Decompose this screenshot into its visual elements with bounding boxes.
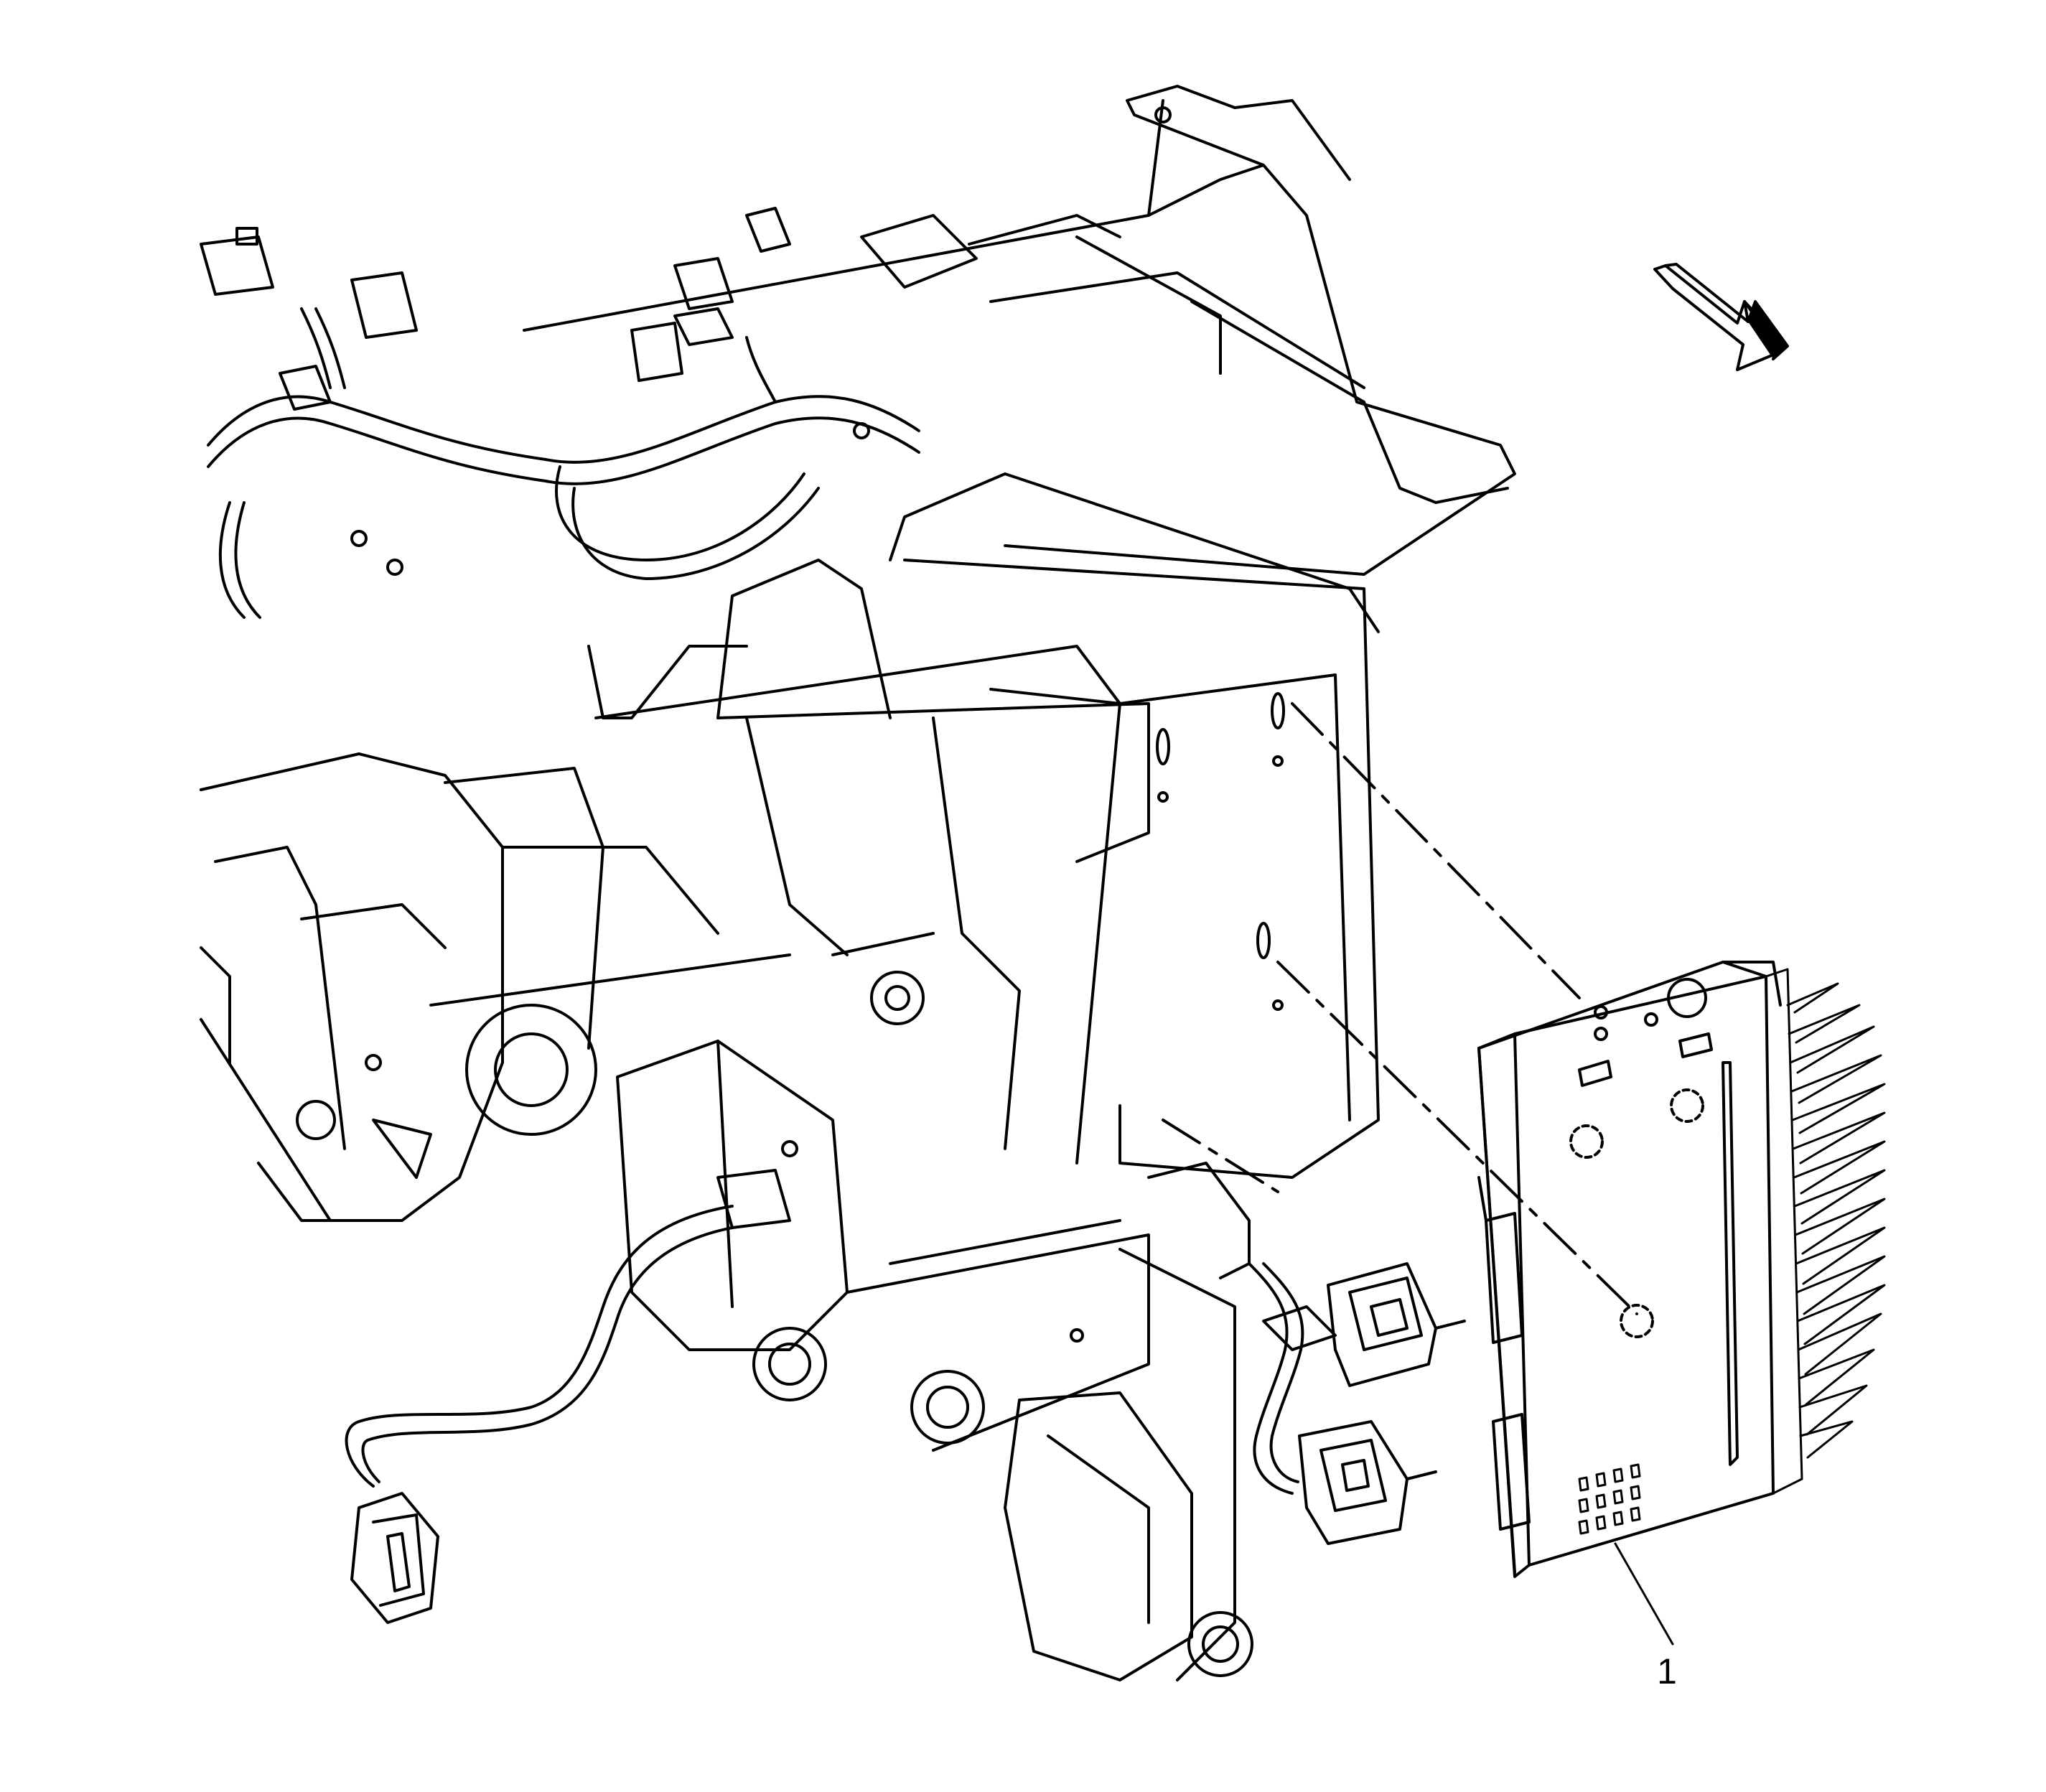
steering-column-support	[200, 752, 791, 1222]
mid-support-tower	[587, 559, 1121, 1150]
lower-left-harness	[345, 1169, 791, 1488]
main-carrier-bracket	[716, 559, 1380, 1179]
harness-connector-lower-left	[350, 1492, 439, 1624]
callout-1-leader	[1614, 1542, 1674, 1646]
module-connector-lower	[1298, 1420, 1437, 1545]
module-connector-upper	[1327, 1262, 1466, 1387]
installation-guide-lines	[1162, 702, 1638, 1315]
amplifier-module	[1477, 961, 1782, 1578]
center-lower-bracket	[616, 1040, 1253, 1681]
callout-1-label: 1	[1657, 1651, 1677, 1691]
amplifier-heat-sink	[1765, 968, 1886, 1495]
upper-wiring-harness	[207, 307, 920, 619]
module-harness	[1147, 1162, 1337, 1495]
callout-1: 1	[1614, 1542, 1677, 1691]
view-direction-arrow-icon	[1653, 263, 1789, 371]
upper-cross-beam-duct	[523, 85, 1516, 633]
upper-connectors	[200, 106, 1172, 576]
